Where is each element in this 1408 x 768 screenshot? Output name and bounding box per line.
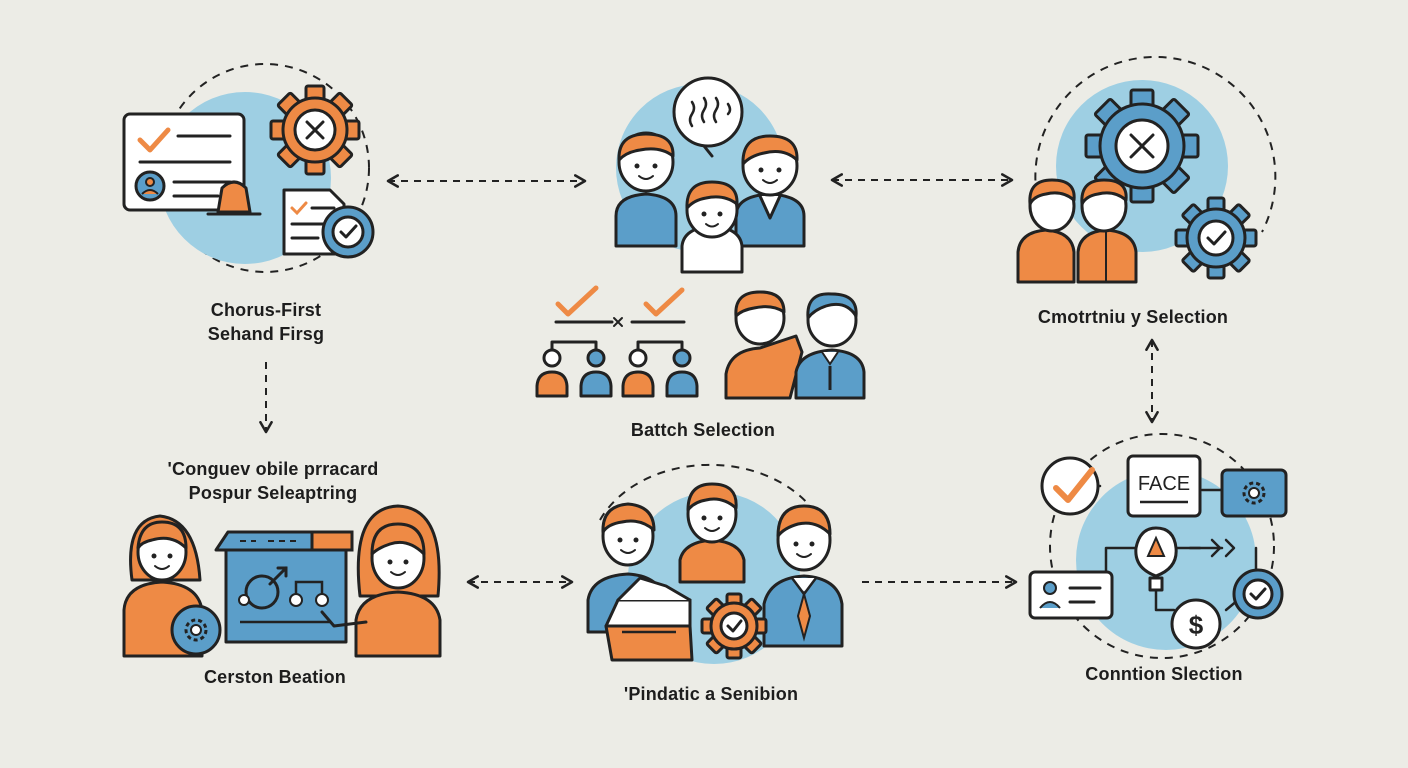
node-cerston (122, 504, 442, 658)
id-card-icon (1028, 570, 1114, 620)
person-icon (678, 482, 746, 584)
label-cerston-beation: Cerston Beation (203, 667, 347, 687)
person-icon (762, 504, 844, 648)
node-community (1016, 56, 1277, 284)
label-choose-first: Chorus-First Sehand Firsg (208, 298, 324, 346)
bell-icon (206, 180, 262, 216)
connectors (259, 173, 1159, 589)
orbit-ring (599, 463, 811, 521)
team-icon (1016, 178, 1138, 284)
label-conquer-line1: 'Conguev obile prracard (167, 459, 379, 479)
node-choose-first (122, 63, 375, 273)
label-community-selection: Cmotrtniu y Selection (1037, 307, 1229, 327)
node-connection: FACE $ (1028, 433, 1288, 659)
person-icon (122, 514, 222, 658)
org-chart-icon (535, 285, 699, 398)
person-icon (320, 504, 442, 658)
team-icon (614, 131, 806, 274)
face-card: FACE (1126, 454, 1202, 518)
checklist-card-icon (122, 112, 246, 212)
checkmark-circle-icon (1040, 456, 1100, 516)
presentation-board-icon (214, 530, 354, 644)
label-choose-first-line2: Sehand Firsg (207, 324, 325, 344)
label-conquer-line2: Pospur Seleaptring (188, 483, 358, 503)
node-batch (535, 76, 866, 400)
dollar-coin-icon: $ (1170, 598, 1222, 650)
label-choose-first-line1: Chorus-First (210, 300, 322, 320)
checklist-badge-icon (282, 188, 375, 259)
label-connection-selection: Conntion Slection (1085, 664, 1243, 684)
label-pindatic: 'Pindatic a Senibion (623, 684, 799, 704)
handshake-icon (724, 290, 866, 400)
svg-text:$: $ (1189, 610, 1204, 640)
gear-check-icon (700, 592, 768, 660)
gear-check-icon (1174, 196, 1258, 280)
gear-card-icon (1220, 468, 1288, 518)
label-conquer: 'Conguev obile prracard Pospur Seleaptri… (168, 457, 379, 505)
check-badge-icon (1232, 568, 1284, 620)
gear-x-icon (269, 84, 361, 176)
label-batch-selection: Battch Selection (630, 420, 776, 440)
box-icon (604, 576, 694, 662)
orbit-ring (1049, 433, 1275, 659)
face-card-text: FACE (1138, 473, 1190, 495)
orbit-ring (1034, 56, 1277, 233)
orbit-ring (160, 63, 370, 273)
brain-bubble-icon (672, 76, 744, 158)
node-pindatic (586, 463, 844, 664)
lightbulb-icon (1134, 526, 1178, 592)
